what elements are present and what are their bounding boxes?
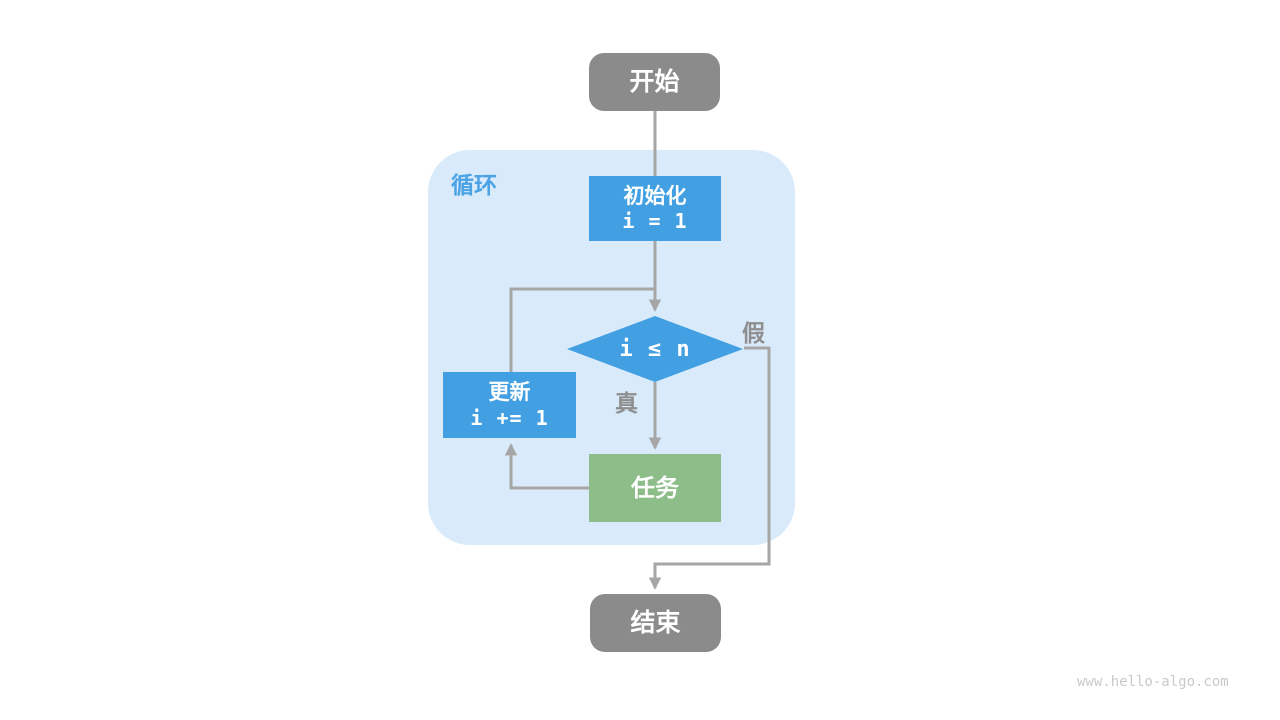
init-node-title: 初始化 (623, 183, 687, 208)
start-node: 开始 (589, 53, 720, 111)
start-node-label: 开始 (629, 67, 680, 97)
init-node-code: i = 1 (622, 209, 688, 234)
init-node: 初始化 i = 1 (589, 176, 721, 241)
condition-node-code: i ≤ n (619, 336, 691, 362)
edge-label-false: 假 (742, 321, 765, 347)
loop-container-label: 循环 (451, 173, 497, 199)
task-node: 任务 (589, 454, 721, 522)
update-node: 更新 i += 1 (443, 372, 576, 438)
update-node-code: i += 1 (470, 405, 549, 430)
end-node: 结束 (590, 594, 721, 652)
end-node-label: 结束 (630, 608, 681, 638)
watermark-text: www.hello-algo.com (1077, 674, 1229, 690)
update-node-title: 更新 (488, 380, 531, 405)
edge-label-true: 真 (615, 391, 638, 417)
task-node-label: 任务 (631, 474, 679, 502)
